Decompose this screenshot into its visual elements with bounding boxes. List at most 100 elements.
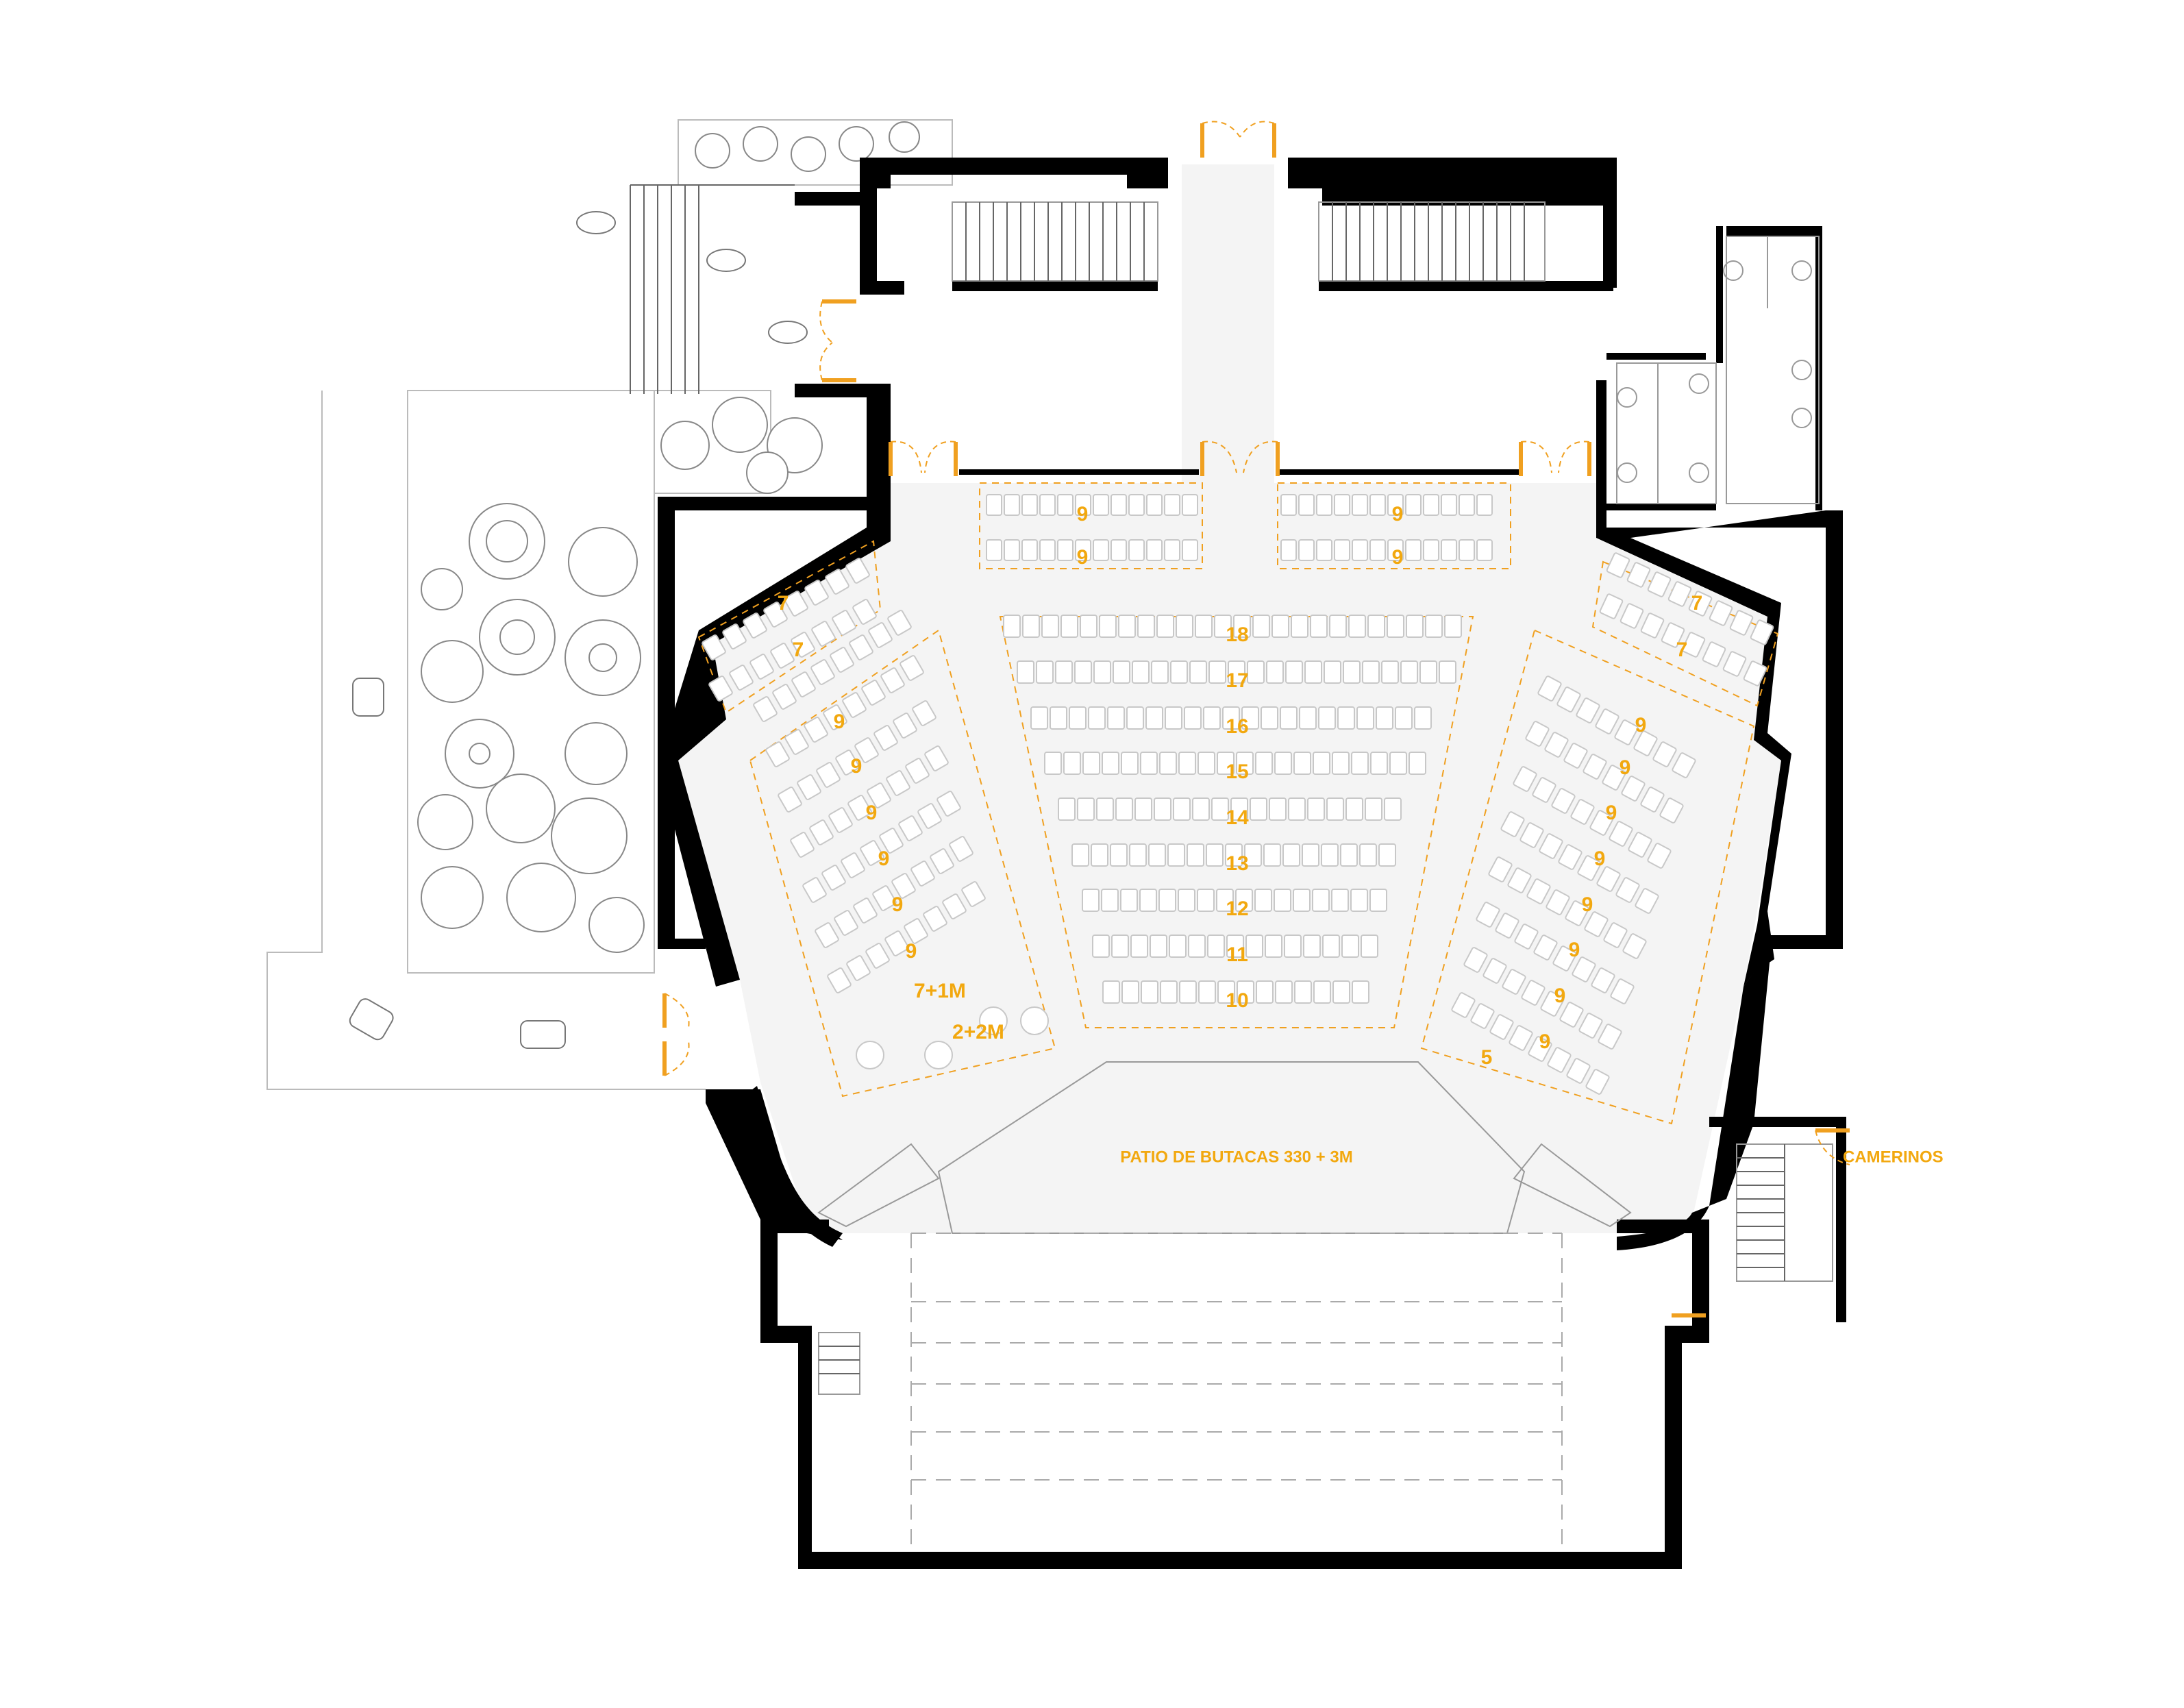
seat — [1057, 539, 1074, 561]
seat — [1495, 913, 1519, 939]
seat — [924, 745, 949, 771]
wheelchair-space-icon — [1020, 1006, 1049, 1035]
seat — [1021, 539, 1038, 561]
seat — [1230, 797, 1248, 821]
seat — [1198, 980, 1216, 1004]
seat — [891, 873, 916, 899]
seat — [1722, 651, 1747, 677]
seat — [1615, 877, 1640, 903]
seat — [1384, 797, 1402, 821]
seat — [1115, 797, 1133, 821]
seat — [804, 717, 828, 743]
seat — [1387, 539, 1404, 561]
seat — [1195, 615, 1213, 638]
seat — [1566, 1058, 1591, 1084]
seat — [1217, 980, 1235, 1004]
seat — [1214, 615, 1232, 638]
seat — [936, 791, 961, 817]
seat — [1351, 752, 1369, 775]
seat — [1528, 1036, 1552, 1062]
seat — [1729, 610, 1754, 636]
seat — [1326, 797, 1344, 821]
seat — [1030, 706, 1048, 730]
seat — [1610, 978, 1635, 1004]
seat — [1126, 706, 1144, 730]
seat — [1151, 660, 1169, 684]
seat — [1021, 494, 1038, 516]
seat — [1350, 889, 1368, 912]
seat — [1376, 706, 1393, 730]
seat — [1298, 494, 1315, 516]
seat — [1552, 945, 1577, 971]
seat — [1132, 660, 1150, 684]
seat — [1148, 843, 1166, 867]
seat — [1489, 1014, 1514, 1040]
seat — [1622, 933, 1647, 959]
seat — [1702, 641, 1726, 667]
seat — [1661, 622, 1685, 648]
seat — [1140, 752, 1158, 775]
seat — [1233, 615, 1251, 638]
seat — [804, 580, 829, 606]
seat — [1280, 494, 1297, 516]
seat — [1681, 632, 1706, 658]
row-label-right-last: 5 — [1481, 1046, 1493, 1069]
seat — [1537, 676, 1562, 702]
seat — [816, 762, 841, 788]
seat — [868, 622, 893, 648]
seat — [1519, 822, 1544, 848]
seat — [1584, 911, 1609, 937]
seat — [879, 828, 904, 854]
seat — [847, 795, 872, 821]
seat — [1285, 660, 1303, 684]
seat — [1022, 615, 1040, 638]
seat — [1137, 615, 1155, 638]
row-label-10: 10 — [1226, 989, 1248, 1012]
seat — [1206, 843, 1224, 867]
seat — [1405, 539, 1422, 561]
seat — [845, 558, 870, 584]
seat — [1544, 732, 1569, 758]
seat — [1583, 754, 1607, 780]
seat — [1389, 752, 1407, 775]
seat — [1324, 660, 1341, 684]
seat — [1332, 980, 1350, 1004]
row-label-right-8: 9 — [1539, 1030, 1551, 1053]
seat — [1004, 494, 1020, 516]
seat — [1158, 889, 1176, 912]
seat — [1159, 752, 1177, 775]
seat — [1164, 494, 1180, 516]
seat — [1585, 1069, 1610, 1095]
seat — [860, 840, 884, 866]
tree-icon — [417, 121, 920, 953]
seat — [811, 621, 836, 647]
stairs — [817, 201, 1833, 1395]
seat — [1409, 752, 1426, 775]
row-label-upper-right-1: 7 — [1691, 592, 1703, 615]
seat — [1280, 539, 1297, 561]
wheelchair-space-icon — [924, 1041, 953, 1069]
seat — [1589, 810, 1614, 836]
seat — [1004, 539, 1020, 561]
seat — [1576, 697, 1600, 723]
seat — [778, 787, 802, 813]
seat — [830, 647, 854, 673]
seat — [1558, 844, 1583, 870]
seat — [1284, 935, 1302, 958]
seat — [1463, 947, 1488, 973]
seat — [1556, 686, 1581, 713]
seat — [1039, 539, 1056, 561]
walls — [658, 158, 1846, 1569]
seat — [1532, 777, 1556, 803]
seat — [1208, 660, 1226, 684]
row-label-right-2: 9 — [1620, 756, 1631, 779]
seat — [791, 671, 816, 697]
seat — [835, 750, 860, 776]
seat — [1093, 660, 1111, 684]
seat — [1167, 843, 1185, 867]
seat — [1570, 799, 1595, 825]
seat — [1110, 539, 1127, 561]
seat — [1423, 494, 1439, 516]
seat — [1559, 1002, 1584, 1028]
seat — [1275, 980, 1293, 1004]
